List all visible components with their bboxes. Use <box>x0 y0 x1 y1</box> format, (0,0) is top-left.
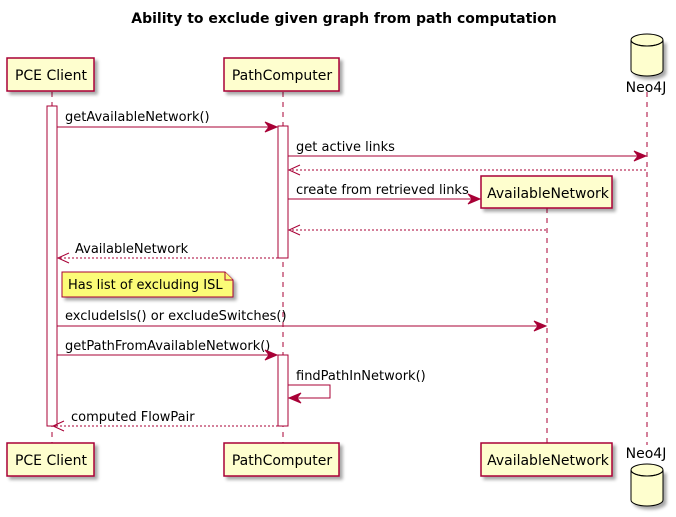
message-label: AvailableNetwork <box>75 242 189 257</box>
message-get-active-links: get active links <box>288 140 648 162</box>
message-label: excludeIsls() or excludeSwitches() <box>65 309 287 324</box>
participant-available-network-bottom: AvailableNetwork <box>480 442 613 477</box>
message-get-path: getPathFromAvailableNetwork() <box>57 339 279 361</box>
participant-label: AvailableNetwork <box>487 453 610 469</box>
participant-available-network-created: AvailableNetwork <box>480 175 613 209</box>
return-computed-flowpair: computed FlowPair <box>51 410 278 432</box>
participant-label: Neo4J <box>626 80 667 96</box>
database-neo4j-top: Neo4J <box>626 33 667 96</box>
message-create-from-retrieved-links: create from retrieved links <box>288 183 482 205</box>
return-from-available-network <box>287 224 546 236</box>
participant-label: PathComputer <box>232 68 333 84</box>
message-find-path-self: findPathInNetwork() <box>287 369 426 404</box>
message-label: getPathFromAvailableNetwork() <box>65 339 270 354</box>
activation-path-computer-1 <box>277 125 289 259</box>
message-label: getAvailableNetwork() <box>65 110 210 125</box>
participant-pce-client-bottom: PCE Client <box>6 442 95 477</box>
message-label: create from retrieved links <box>296 183 469 198</box>
message-get-available-network: getAvailableNetwork() <box>57 110 279 133</box>
activation-path-computer-2 <box>277 354 289 427</box>
return-from-neo4j <box>287 164 646 176</box>
message-label: get active links <box>296 140 395 155</box>
note-text: Has list of excluding ISL <box>68 278 223 293</box>
participant-label: PathComputer <box>232 453 333 469</box>
return-available-network: AvailableNetwork <box>56 242 278 264</box>
participant-pce-client-top: PCE Client <box>6 57 95 92</box>
participant-path-computer-bottom: PathComputer <box>223 442 340 477</box>
database-neo4j-bottom: Neo4J <box>626 446 667 507</box>
message-label: computed FlowPair <box>71 410 195 425</box>
participant-label: AvailableNetwork <box>487 186 610 202</box>
note-excluding-isl: Has list of excluding ISL <box>61 271 234 298</box>
participant-label: PCE Client <box>15 453 88 469</box>
participant-label: PCE Client <box>15 68 88 84</box>
diagram-title: Ability to exclude given graph from path… <box>131 11 556 27</box>
message-label: findPathInNetwork() <box>296 369 426 384</box>
participant-path-computer-top: PathComputer <box>223 57 340 92</box>
participant-label: Neo4J <box>626 446 667 462</box>
message-exclude: excludeIsls() or excludeSwitches() <box>57 309 548 332</box>
activation-pce-client <box>46 105 58 427</box>
